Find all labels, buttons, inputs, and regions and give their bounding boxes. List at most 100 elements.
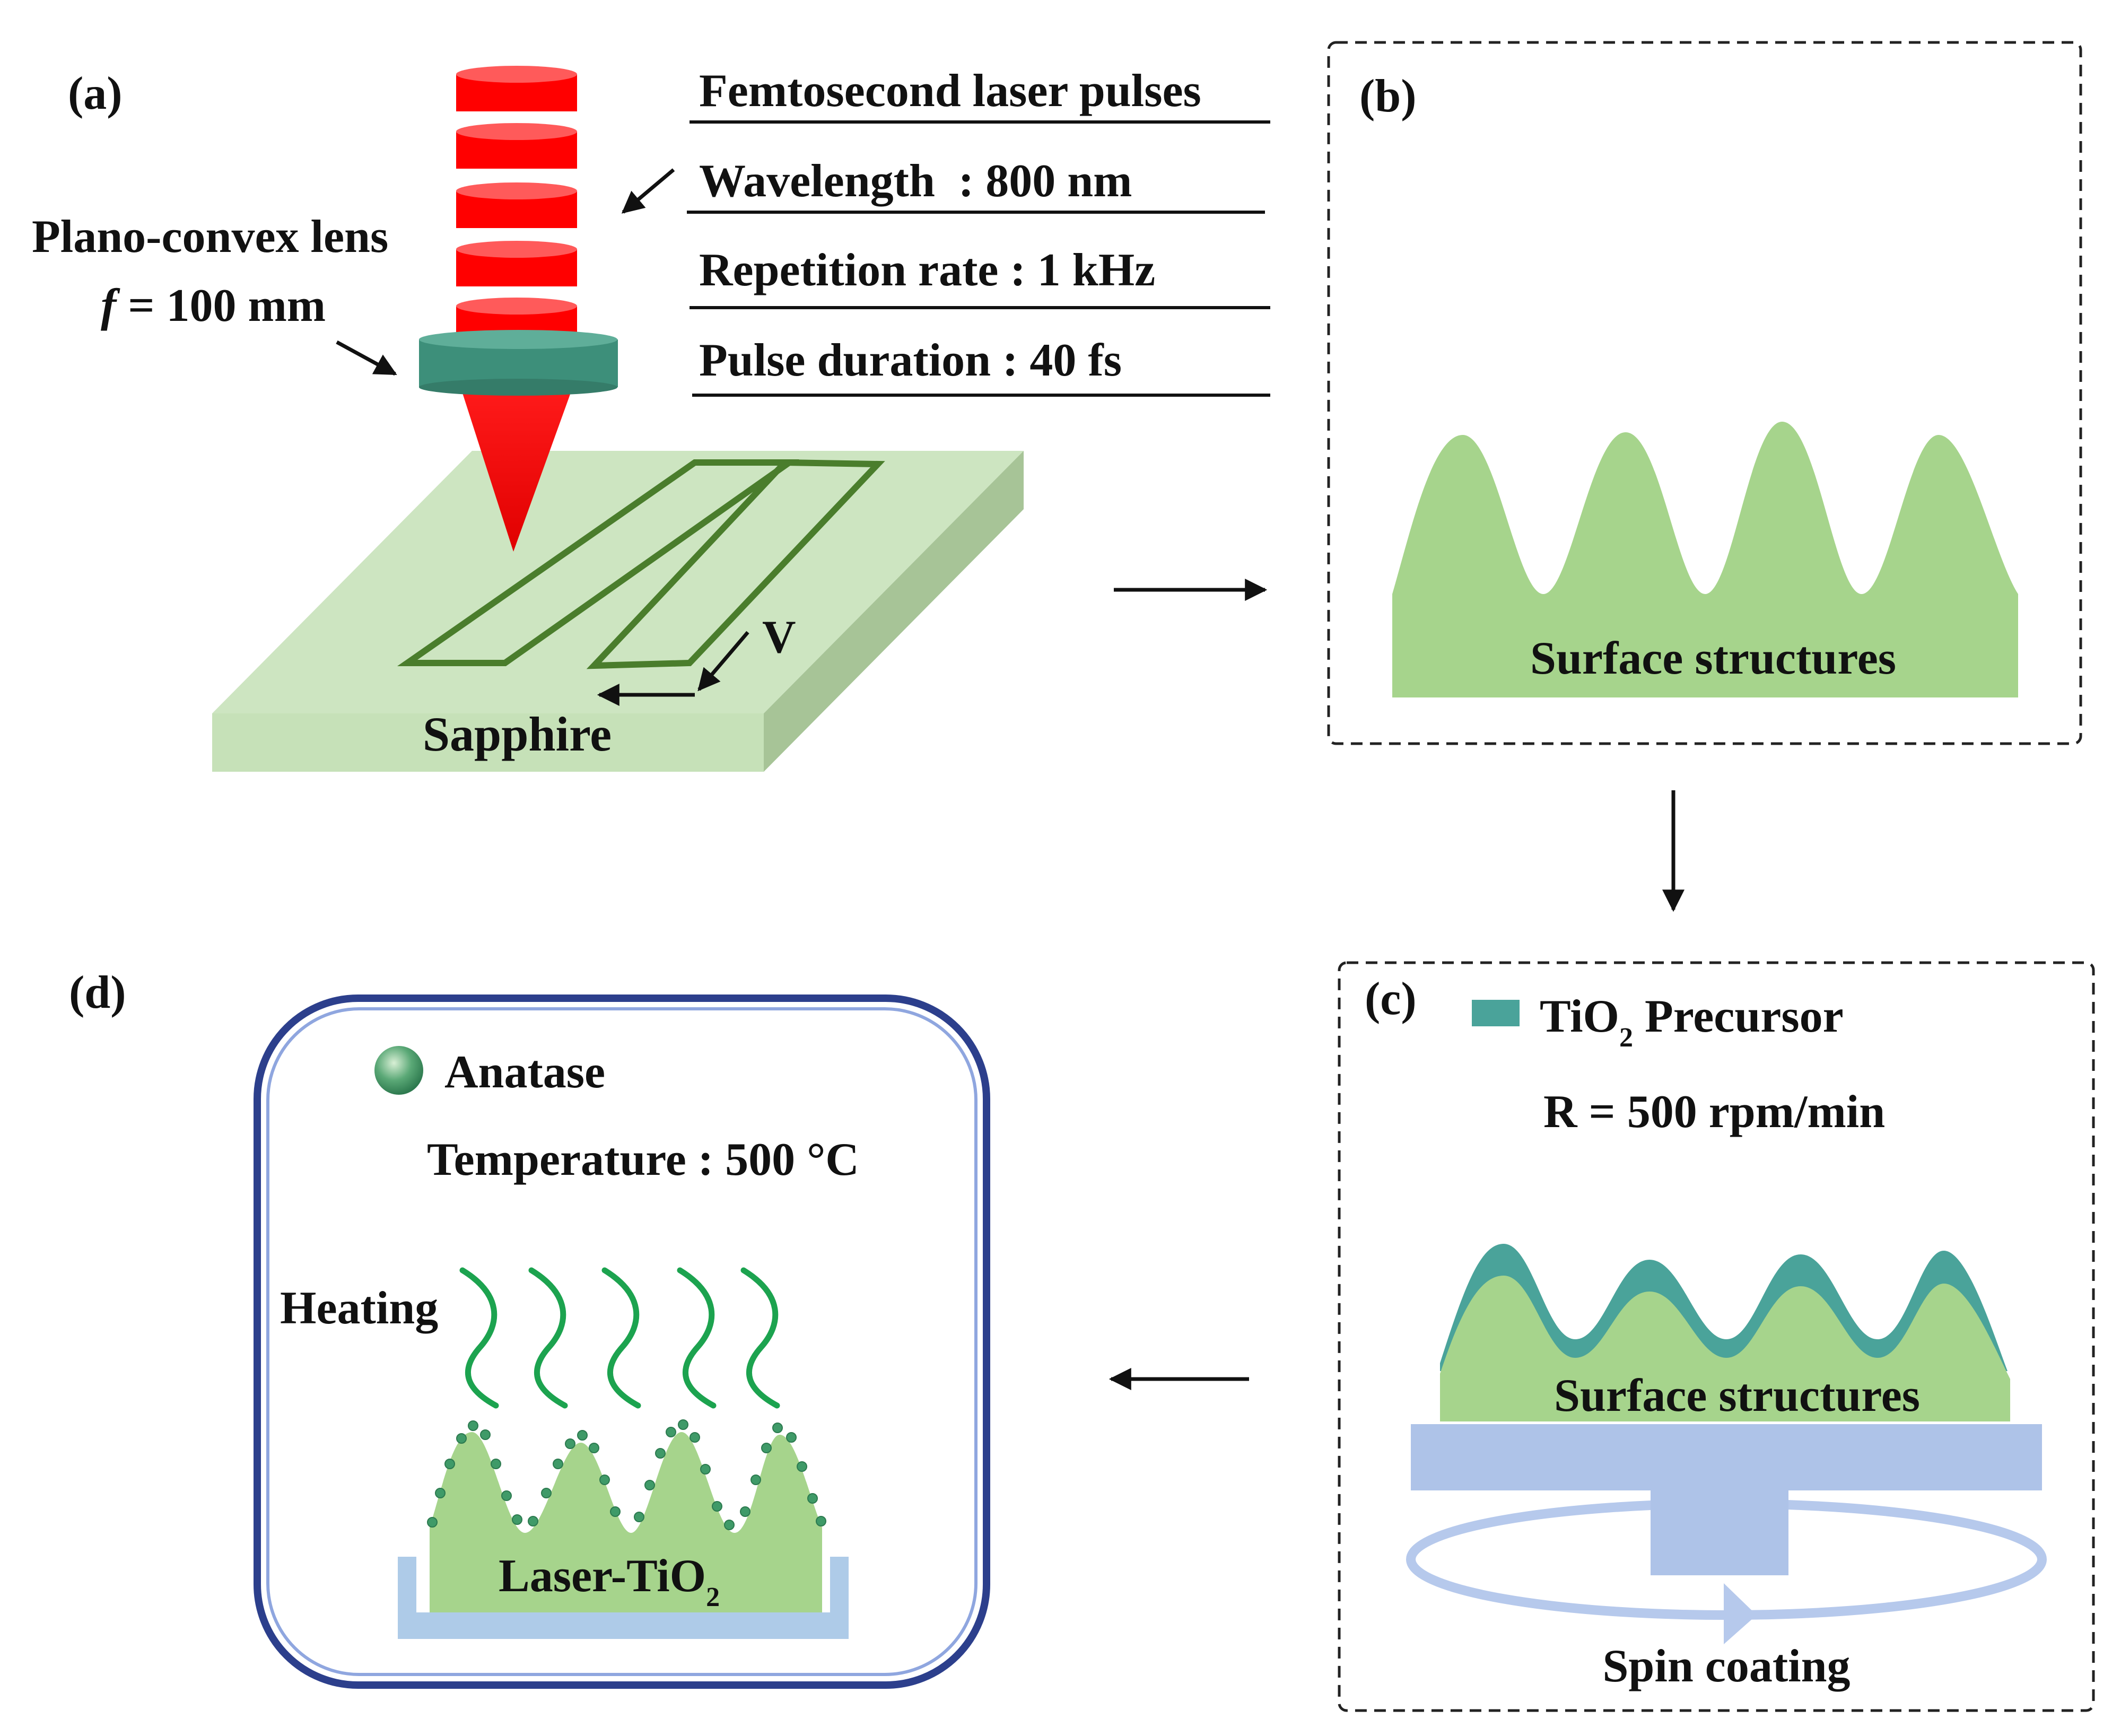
furnace-frame-inner (266, 1007, 978, 1676)
anatase-particle (541, 1488, 552, 1498)
panel-c: (c) TiO2 Precursor R = 500 rpm/min Surfa… (1338, 961, 2095, 1712)
anatase-particle (644, 1480, 655, 1490)
anatase-particle (528, 1516, 538, 1526)
laser-scan-tracks (397, 459, 885, 669)
anatase-particle (690, 1432, 700, 1443)
laser-pulses (456, 66, 577, 343)
surface-structures-profile (1392, 422, 2018, 697)
heat-waves (459, 1267, 780, 1409)
anatase-particle (740, 1506, 750, 1517)
spin-shaft (1651, 1490, 1788, 1575)
laser-tio2-formula: Laser-TiO (499, 1550, 706, 1602)
spin-coater (1406, 1424, 2047, 1644)
panel-a-label: (a) (68, 68, 123, 119)
anatase-particle (435, 1488, 446, 1498)
anatase-particle (666, 1427, 676, 1437)
panel-c-label: (c) (1365, 973, 1417, 1025)
laser-parameters: Femtosecond laser pulses Wavelength : 80… (621, 65, 1270, 397)
anatase-label: Anatase (444, 1046, 605, 1098)
anatase-particle (712, 1501, 722, 1512)
heat-wave (459, 1267, 499, 1409)
pulse-duration-parameter: Pulse duration : 40 fs (699, 335, 1122, 386)
anatase-particle (786, 1432, 797, 1443)
anatase-particle (456, 1433, 467, 1444)
precursor-word: Precursor (1633, 991, 1844, 1042)
heating-label: Heating (280, 1283, 438, 1334)
velocity-label: V (762, 612, 796, 663)
coated-structures-label: Surface structures (1554, 1370, 1920, 1421)
temperature-label: Temperature : 500 °C (427, 1134, 859, 1185)
precursor-label: TiO2 Precursor (1540, 991, 1844, 1053)
anatase-particle (750, 1475, 761, 1485)
panel-b-label: (b) (1359, 71, 1417, 122)
panel-d: (d) Anatase Temperature : 500 °C Heating (69, 967, 990, 1689)
heat-wave (740, 1267, 780, 1409)
wavelength-parameter: Wavelength : 800 nm (699, 155, 1132, 207)
lens-pointer-arrow (336, 340, 397, 376)
spin-chuck-plate (1411, 1424, 2042, 1490)
anatase-particle (761, 1443, 772, 1453)
laser-pulse (456, 182, 577, 228)
anatase-particle (634, 1512, 644, 1522)
anatase-particle (599, 1475, 610, 1485)
anatase-particle (553, 1459, 563, 1469)
laser-pulse (456, 66, 577, 111)
scan-track-second (586, 459, 885, 669)
spin-coating-label: Spin coating (1602, 1641, 1850, 1692)
anatase-particle (772, 1423, 783, 1433)
precursor-coating (1440, 1244, 2008, 1371)
heat-wave (601, 1267, 641, 1409)
focal-length-value: = 100 mm (116, 280, 326, 332)
laser-tio2-structures (430, 1432, 822, 1612)
laser-pulse (456, 241, 577, 286)
anatase-particle (678, 1419, 688, 1430)
furnace-frame-outer (254, 995, 990, 1689)
anatase-particle (480, 1429, 491, 1440)
anatase-particle (589, 1443, 599, 1453)
velocity-arrows (597, 631, 749, 706)
laser-tio2-label: Laser-TiO2 (499, 1550, 720, 1612)
anatase-particle (610, 1506, 621, 1517)
anatase-particle (655, 1448, 666, 1459)
panel-b: (b) Surface structures (1327, 41, 2082, 745)
anatase-particle (807, 1493, 818, 1504)
laser-title: Femtosecond laser pulses (699, 65, 1201, 117)
rotation-arrowhead (1724, 1583, 1757, 1644)
anatase-particle (427, 1517, 438, 1528)
lens-name-label: Plano-convex lens (32, 211, 388, 263)
precursor-legend-swatch (1472, 1000, 1520, 1026)
anatase-particle (724, 1520, 735, 1530)
precursor-subscript: 2 (1619, 1023, 1633, 1053)
anatase-particle (491, 1459, 501, 1469)
precursor-formula: TiO (1540, 991, 1619, 1042)
repetition-parameter: Repetition rate : 1 kHz (699, 245, 1155, 296)
panel-a: (a) V Sapphire (32, 65, 1270, 772)
sapphire-substrate (212, 451, 1024, 772)
laser-pointer-arrow (621, 168, 675, 214)
laser-pulse (456, 123, 577, 169)
plano-convex-lens (419, 330, 618, 396)
anatase-particle (577, 1430, 588, 1441)
panel-d-label: (d) (69, 967, 126, 1018)
panel-b-frame (1327, 41, 2082, 745)
anatase-particle (816, 1516, 826, 1526)
anatase-particle (444, 1459, 455, 1469)
focused-laser-beam (461, 390, 572, 552)
laser-tio2-subscript: 2 (706, 1582, 720, 1612)
surface-structures-label: Surface structures (1530, 633, 1896, 684)
anatase-particle (512, 1514, 522, 1525)
spin-speed-label: R = 500 rpm/min (1543, 1086, 1885, 1138)
anatase-particles (427, 1419, 826, 1530)
anatase-particle (468, 1420, 478, 1431)
lens-focal-length-label: f = 100 mm (101, 280, 326, 332)
substrate-label: Sapphire (423, 707, 612, 761)
anatase-particle-icon (374, 1046, 423, 1095)
surface-structures-profile (1440, 1276, 2010, 1421)
panel-c-frame (1338, 961, 2095, 1712)
heat-wave (677, 1267, 717, 1409)
anatase-particle (501, 1490, 512, 1501)
anatase-particle (565, 1438, 575, 1449)
anatase-particle (797, 1461, 807, 1472)
sample-holder (398, 1557, 849, 1639)
